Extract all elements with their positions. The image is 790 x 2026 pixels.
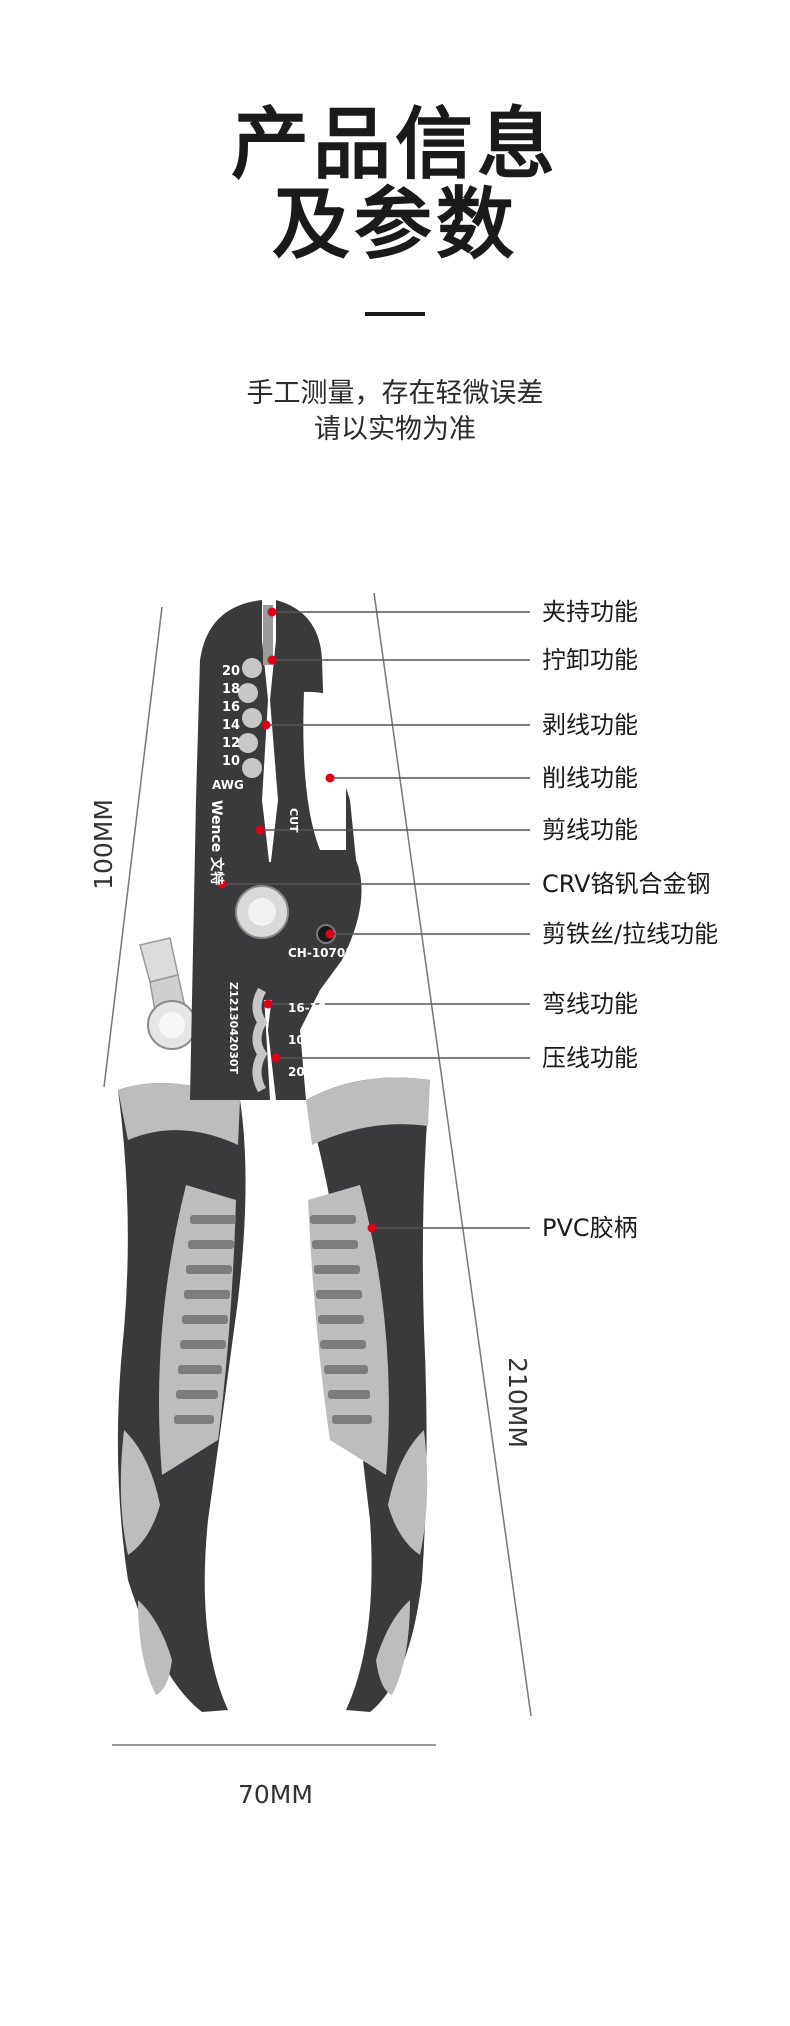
dimension-100mm: 100MM <box>88 799 118 890</box>
serial-number: Z1213042030T <box>227 982 240 1075</box>
right-handle <box>306 1077 430 1712</box>
measurement-note-line2: 请以实物为准 <box>314 414 476 445</box>
label-unscrew: 拧卸功能 <box>542 646 638 674</box>
marker-crimp <box>271 1053 281 1063</box>
label-pvc-grip: PVC胶柄 <box>542 1214 638 1242</box>
leader-lines <box>222 611 530 1229</box>
label-shave: 削线功能 <box>542 764 638 792</box>
awg-label: AWG <box>212 778 244 792</box>
title-divider <box>365 312 425 316</box>
lock-latch <box>139 937 197 1050</box>
marker-wire-cut <box>325 929 335 939</box>
model-number: CH-1070302 <box>288 946 370 960</box>
label-wire-cut-pull: 剪铁丝/拉线功能 <box>542 920 719 948</box>
marker-unscrew <box>267 655 277 665</box>
label-crimp: 压线功能 <box>542 1044 638 1072</box>
feature-markers <box>217 607 377 1233</box>
label-bend: 弯线功能 <box>542 990 638 1018</box>
label-cut: 剪线功能 <box>542 816 638 844</box>
label-strip: 剥线功能 <box>542 711 638 739</box>
tool-markings: 20 18 16 14 12 10 AWG Wence 文特 CUT CH-10… <box>208 664 370 1079</box>
awg-14: 14 <box>222 718 240 733</box>
awg-18: 18 <box>222 682 240 697</box>
marker-strip <box>261 720 271 730</box>
crimp-10-14: 10-14 <box>288 1033 326 1047</box>
awg-10: 10 <box>222 754 240 769</box>
measurement-note-line1: 手工测量，存在轻微误差 <box>246 378 544 409</box>
marker-shave <box>325 773 335 783</box>
awg-12: 12 <box>222 736 240 751</box>
label-clamp: 夹持功能 <box>542 598 638 626</box>
page-title-line1: 产品信息 <box>230 100 559 190</box>
marker-clamp <box>267 607 277 617</box>
label-crv-steel: CRV铬钒合金钢 <box>542 870 711 898</box>
dimension-210mm: 210MM <box>502 1357 532 1448</box>
awg-20: 20 <box>222 664 240 679</box>
crimp-16-18: 16-18 <box>288 1001 326 1015</box>
marker-grip <box>367 1223 377 1233</box>
dim-line-100mm <box>103 606 163 1088</box>
dim-line-210mm <box>373 592 532 1717</box>
marker-crv <box>217 879 227 889</box>
awg-16: 16 <box>222 700 240 715</box>
page-title-line2: 及参数 <box>271 180 518 270</box>
brand-mark: Wence 文特 <box>208 800 225 885</box>
cut-mark: CUT <box>287 808 300 833</box>
marker-cut <box>255 825 265 835</box>
marker-bend <box>263 999 273 1009</box>
dimension-70mm: 70MM <box>238 1780 313 1809</box>
crimp-20-22: 20-22 <box>288 1065 326 1079</box>
left-handle <box>117 1082 246 1712</box>
